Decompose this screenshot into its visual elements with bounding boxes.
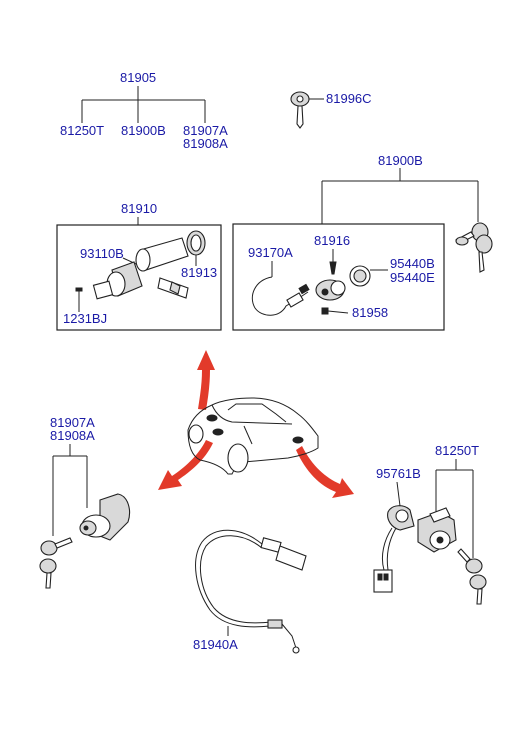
tree-81905-lines xyxy=(81,86,206,123)
label-81908a-door[interactable]: 81908A xyxy=(50,428,95,443)
label-81940a[interactable]: 81940A xyxy=(193,637,238,652)
label-81907a-door[interactable]: 81907A xyxy=(50,415,95,430)
label-81250t-group[interactable]: 81250T xyxy=(435,443,479,458)
box-81910 xyxy=(56,224,222,331)
arrow-up-icon xyxy=(197,350,215,410)
tree-trunk-lines xyxy=(435,459,474,558)
leader-95761b xyxy=(396,481,401,507)
trunk-keys-icon xyxy=(457,548,487,605)
tree-81900b-lines xyxy=(321,168,479,224)
door-keys-icon xyxy=(39,537,73,589)
retainer-ring-icon xyxy=(186,230,206,256)
car-icon xyxy=(187,397,319,475)
label-1231bj[interactable]: 1231BJ xyxy=(63,311,107,326)
wire-harness-icon xyxy=(251,276,310,316)
label-81900b-group[interactable]: 81900B xyxy=(378,153,423,168)
switch-body-icon xyxy=(315,279,346,301)
label-81916[interactable]: 81916 xyxy=(314,233,350,248)
tree-door-lines xyxy=(52,444,88,536)
label-81900b-top[interactable]: 81900B xyxy=(121,123,166,138)
label-81907a-top[interactable]: 81907A xyxy=(183,123,228,138)
label-95440b[interactable]: 95440B xyxy=(390,256,435,271)
label-95440e[interactable]: 95440E xyxy=(390,270,435,285)
label-81913[interactable]: 81913 xyxy=(181,265,217,280)
label-93170a[interactable]: 93170A xyxy=(248,245,293,260)
label-81996c[interactable]: 81996C xyxy=(326,91,372,106)
trunk-lock-cylinder-icon xyxy=(417,507,457,553)
screw-left-icon xyxy=(75,287,83,305)
release-cable-icon xyxy=(195,529,307,654)
arrow-left-icon xyxy=(158,440,213,490)
trunk-solenoid-icon xyxy=(373,505,415,593)
label-81958[interactable]: 81958 xyxy=(352,305,388,320)
pin-icon xyxy=(329,261,337,275)
lock-cylinder-icon xyxy=(92,237,189,300)
label-81250t-top[interactable]: 81250T xyxy=(60,123,104,138)
box-81900b xyxy=(232,223,445,331)
ring-icon xyxy=(349,265,371,287)
arrow-right-icon xyxy=(296,446,354,498)
key-pair-icon xyxy=(455,222,493,273)
label-81908a-top[interactable]: 81908A xyxy=(183,136,228,151)
label-81905[interactable]: 81905 xyxy=(120,70,156,85)
label-95761b[interactable]: 95761B xyxy=(376,466,421,481)
label-93110b[interactable]: 93110B xyxy=(80,246,124,261)
screw-right-icon xyxy=(321,307,349,315)
key-blank-icon xyxy=(290,91,310,129)
label-81910[interactable]: 81910 xyxy=(121,201,157,216)
door-lock-cylinder-icon xyxy=(79,493,131,541)
